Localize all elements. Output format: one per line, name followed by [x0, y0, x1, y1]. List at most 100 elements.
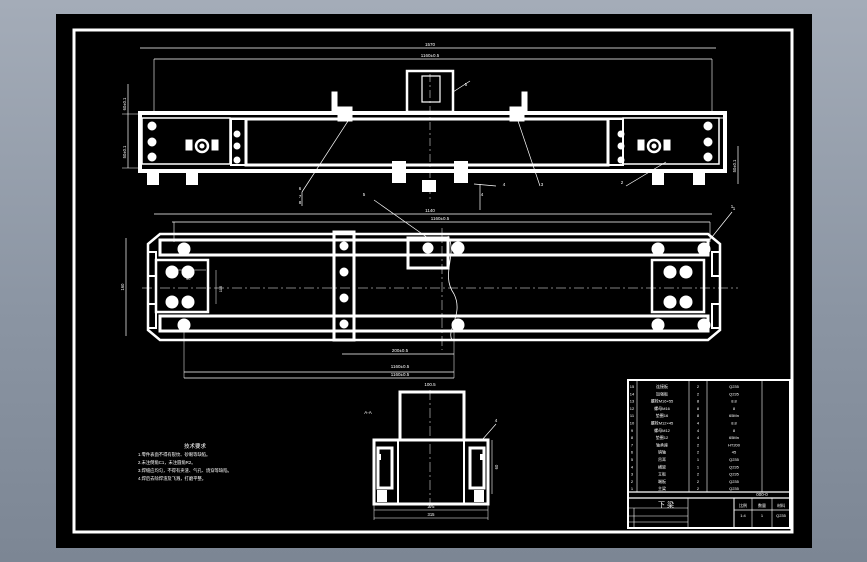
parts-row-name: 连接板 — [656, 383, 668, 389]
parts-row-qty: 2 — [697, 384, 700, 389]
parts-row-qty: 2 — [697, 479, 700, 484]
parts-row-no: 14 — [630, 391, 635, 396]
parts-row-name: 吊耳 — [658, 457, 666, 462]
dim-plan-pitch: 90 — [186, 276, 191, 281]
parts-row-name: 螺栓M12×45 — [651, 420, 674, 426]
parts-row-qty: 8 — [697, 399, 700, 404]
balloon-section-4: 4 — [481, 192, 484, 197]
balloon-front-1: 1 — [731, 204, 734, 209]
parts-row-qty: 4 — [697, 421, 700, 426]
parts-row-name: 螺母M12 — [654, 427, 671, 433]
parts-row-mat: Q235 — [729, 391, 740, 396]
balloon-front-3: 3 — [541, 182, 544, 187]
parts-row-qty: 8 — [697, 413, 700, 418]
dim-front-inner: 1160±0.5 — [421, 53, 440, 58]
parts-row-no: 7 — [631, 442, 634, 447]
parts-row-name: 螺母M16 — [654, 405, 671, 411]
parts-row-no: 13 — [630, 399, 635, 404]
parts-row-mat: 65Mn — [729, 435, 739, 440]
parts-row-name: 端板 — [658, 478, 666, 484]
parts-row-no: 6 — [631, 450, 634, 455]
parts-row-name: 加强板 — [656, 390, 668, 396]
parts-row-no: 4 — [631, 464, 634, 469]
border-frame — [72, 28, 794, 534]
parts-row-no: 10 — [630, 421, 635, 426]
cad-drawing: 1570 1160±0.5 60±0.1 50±0.1 50±0.1 1140 1160±0… — [72, 28, 794, 534]
parts-row-no: 15 — [630, 384, 635, 389]
title-label-scale: 比例 — [739, 502, 747, 508]
dim-front-height-1: 60±0.1 — [122, 97, 127, 110]
main-beam-plan — [146, 232, 722, 342]
dim-front-height-2: 50±0.1 — [122, 145, 127, 158]
dim-front-overall: 1570 — [425, 42, 436, 47]
tech-req-line: 3.焊缝应均匀，不得有夹渣、气孔、烧穿等缺陷。 — [138, 467, 232, 474]
parts-row-name: 螺栓M16×55 — [651, 398, 674, 404]
title-label-material: 材料 — [777, 502, 785, 508]
parts-row-qty: 1 — [697, 457, 700, 462]
dim-plan-bottom-1: 1160±0.5 — [391, 364, 410, 369]
dim-plan-bottom-2: 1160±0.5 — [391, 372, 410, 377]
title-value-material: Q235 — [776, 513, 787, 518]
drawing-sheet: 1570 1160±0.5 60±0.1 50±0.1 50±0.1 1140 1160±0… — [56, 14, 812, 548]
front-view — [122, 47, 739, 210]
parts-row-name: 轴承座 — [656, 441, 668, 447]
parts-row-mat: 8.8 — [731, 421, 737, 426]
parts-row-qty: 2 — [697, 486, 700, 491]
dim-front-right-height: 50±0.1 — [732, 159, 737, 172]
title-drawing-number: 000-0 — [756, 492, 768, 497]
dim-section-outer-width: 315 — [428, 512, 436, 517]
title-drawing-name: 下 梁 — [658, 500, 674, 509]
balloon-plan-1: 1 — [733, 206, 736, 211]
parts-row-mat: Q235 — [729, 457, 740, 462]
parts-row-name: 垫圈16 — [656, 412, 669, 418]
parts-row-no: 8 — [631, 435, 634, 440]
balloon-front-7: 7 — [299, 194, 302, 199]
dim-section-inner-width: 275 — [428, 504, 436, 509]
parts-row-qty: 4 — [697, 428, 700, 433]
parts-row-mat: Q235 — [729, 464, 740, 469]
parts-row-mat: 8 — [733, 406, 736, 411]
parts-row-no: 2 — [631, 479, 634, 484]
parts-row-mat: 8.8 — [731, 399, 737, 404]
dim-plan-slot: 115 — [218, 285, 223, 292]
parts-row-qty: 8 — [697, 406, 700, 411]
parts-row-mat: Q235 — [729, 384, 740, 389]
parts-row-mat: 65Mn — [729, 413, 739, 418]
parts-row-qty: 2 — [697, 442, 700, 447]
parts-row-name: 销轴 — [658, 449, 666, 455]
parts-row-name: 垫圈12 — [656, 434, 669, 440]
parts-row-qty: 4 — [697, 435, 700, 440]
parts-row-mat: 8 — [733, 428, 736, 433]
parts-row-qty: 2 — [697, 391, 700, 396]
tech-req-line: 2.未注倒角C1，未注圆角R2。 — [138, 459, 196, 466]
section-label: A-A — [364, 410, 372, 415]
balloon-section-4b: 4 — [495, 418, 498, 423]
parts-row-no: 12 — [630, 406, 635, 411]
dim-plan-width: 160 — [120, 283, 125, 291]
balloon-plan-5: 5 — [363, 192, 366, 197]
parts-row-mat: Q235 — [729, 479, 740, 484]
main-beam-front — [138, 111, 727, 173]
parts-row-mat: Q235 — [729, 472, 740, 477]
dim-plan-inner: 1160±0.5 — [431, 216, 450, 221]
parts-row-qty: 2 — [697, 450, 700, 455]
tech-req-line: 1.零件表面不得有裂纹、砂眼等缺陷。 — [138, 451, 210, 458]
section-view — [372, 390, 497, 520]
plan-view — [125, 199, 738, 379]
balloon-front-2: 2 — [621, 180, 624, 185]
dim-plan-offset: 100.5 — [424, 382, 436, 387]
dim-plan-center: 200±0.5 — [392, 348, 409, 353]
balloon-front-4: 4 — [503, 182, 506, 187]
parts-row-mat: HT200 — [728, 442, 741, 447]
balloon-front-6: 6 — [299, 186, 302, 191]
title-label-qty: 数量 — [758, 502, 766, 508]
balloon-front-5: 5 — [465, 82, 468, 87]
parts-row-name: 横梁 — [658, 463, 666, 469]
parts-row-no: 5 — [631, 457, 634, 462]
dim-section-height: 60 — [494, 464, 499, 469]
parts-row-qty: 2 — [697, 472, 700, 477]
parts-row-mat: 45 — [732, 450, 737, 455]
dim-plan-overall: 1140 — [425, 208, 435, 213]
parts-list-table — [627, 379, 791, 529]
title-value-scale: 1:4 — [740, 513, 746, 518]
